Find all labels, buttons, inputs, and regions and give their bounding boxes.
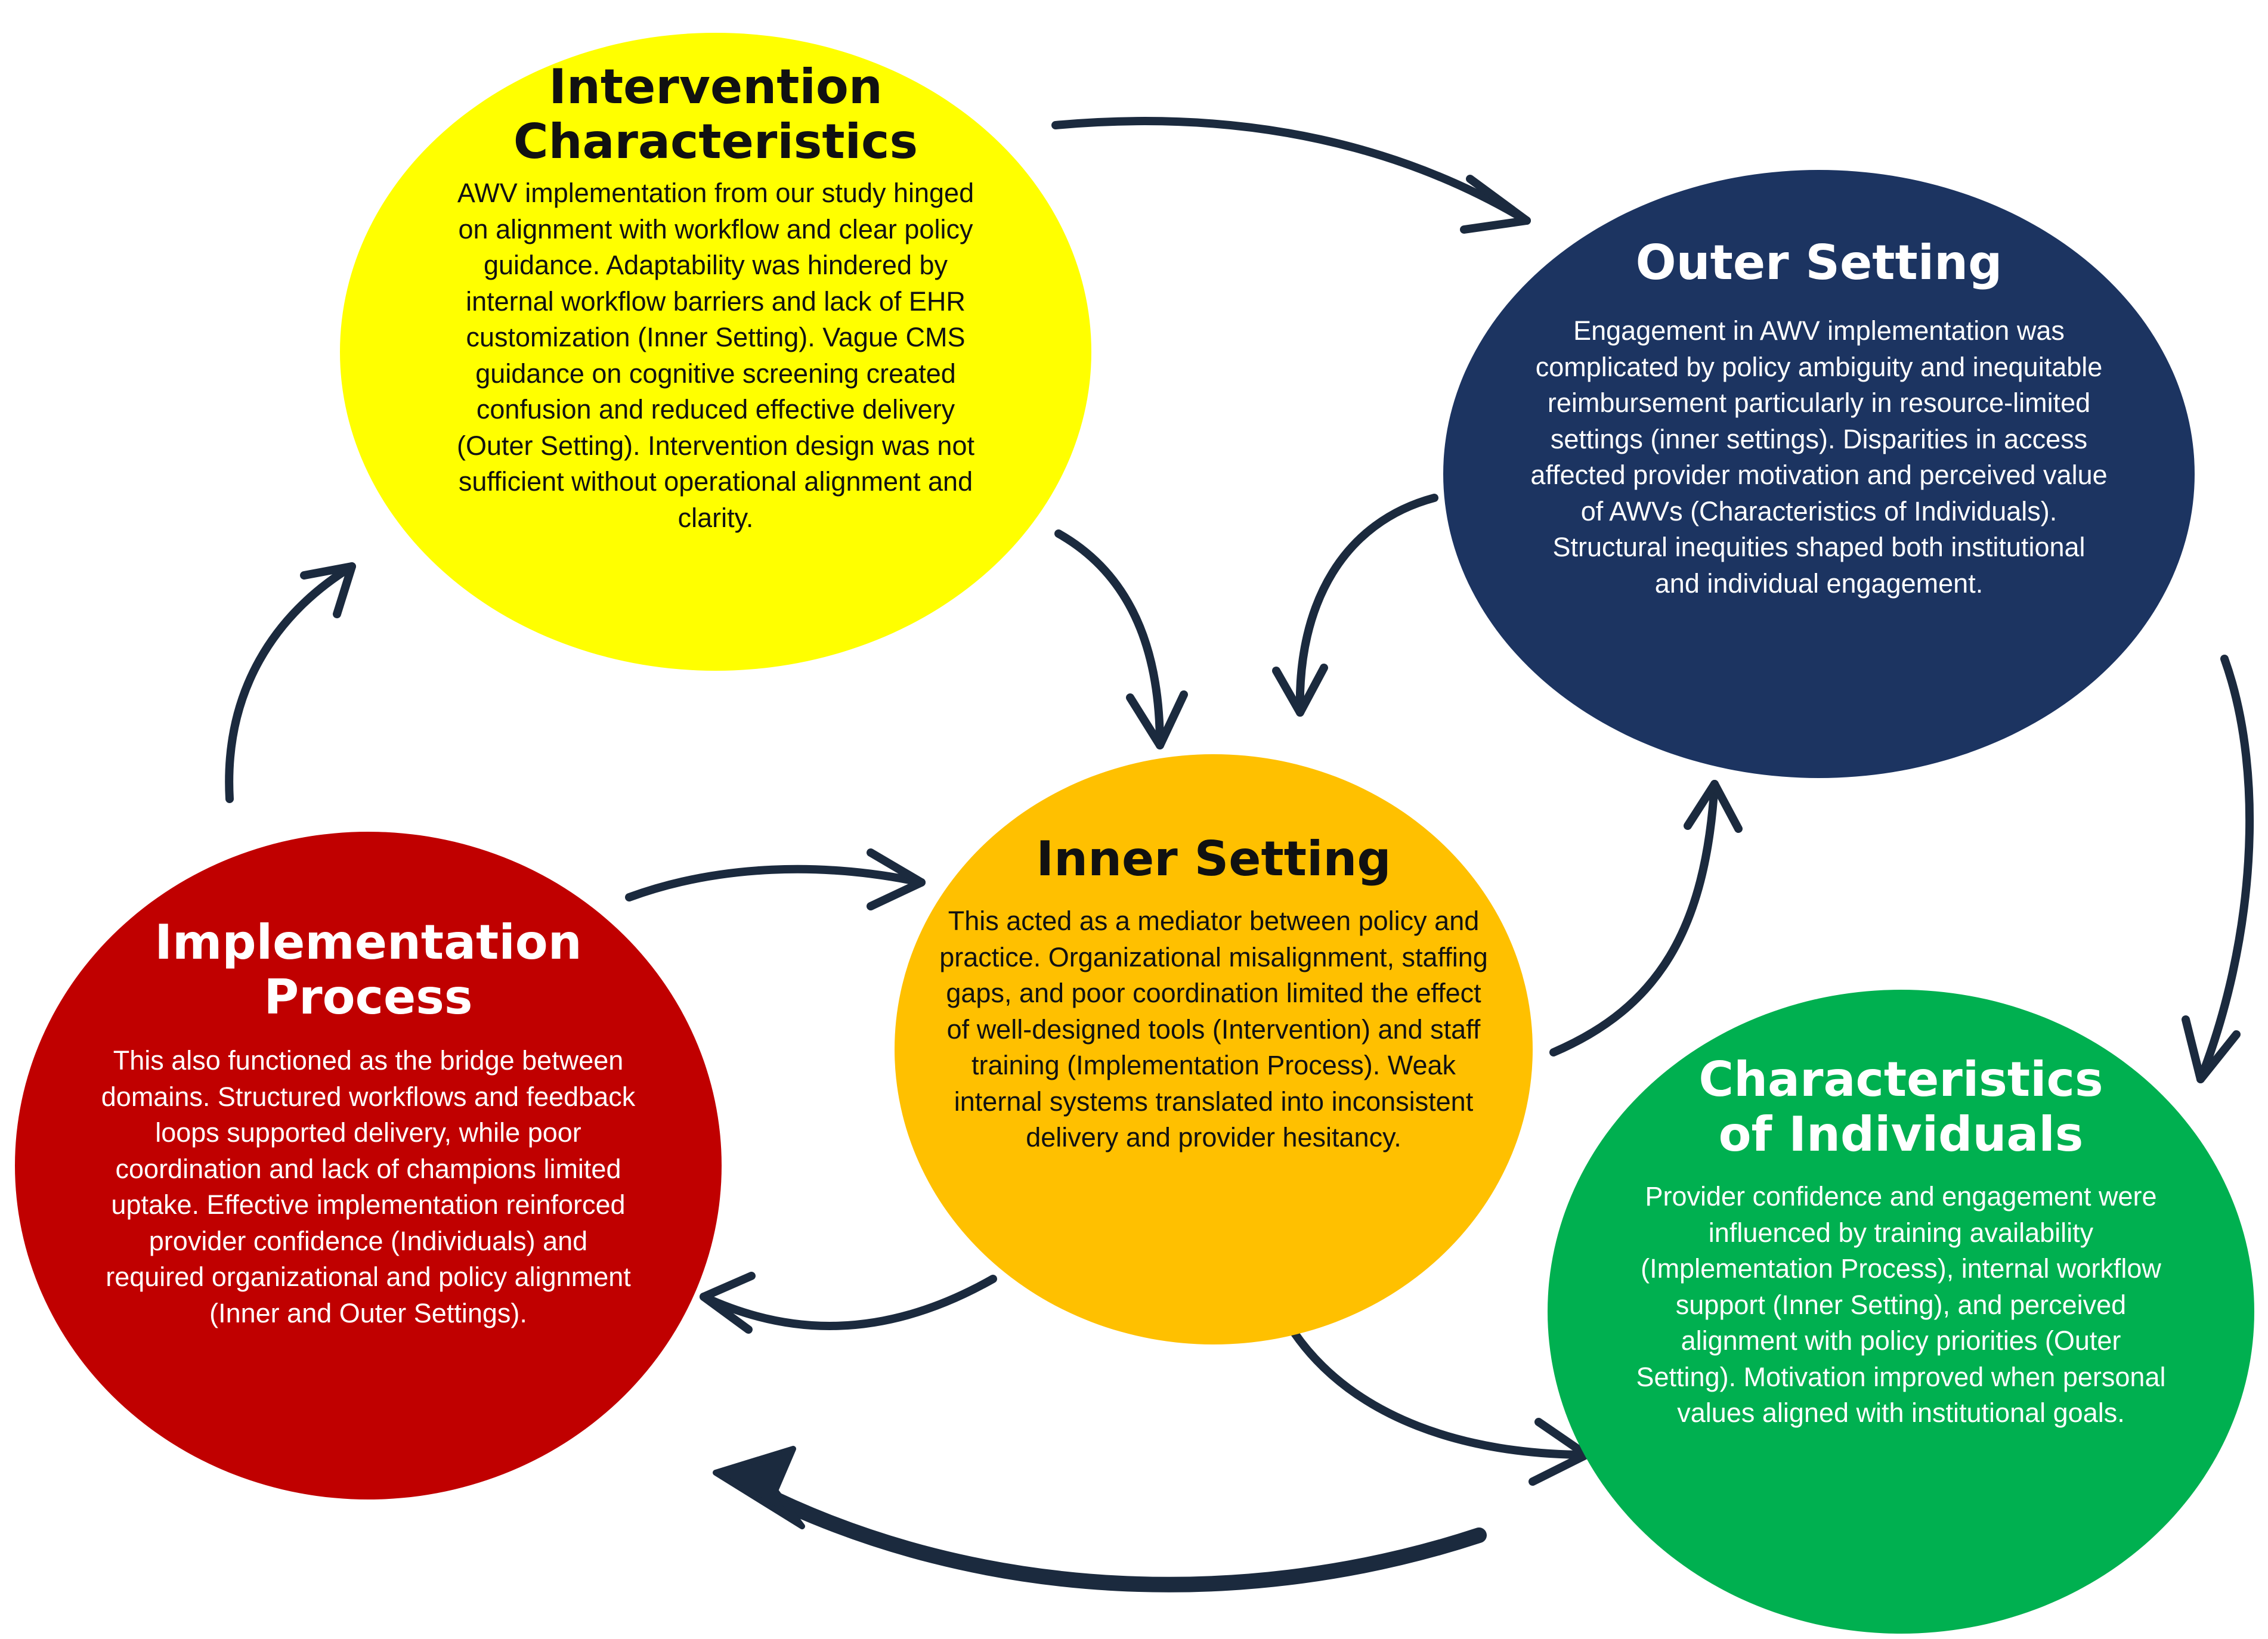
inner-setting-title: Inner Setting [936,832,1491,887]
outer-setting-body: Engagement in AWV implementation was com… [1530,315,2108,599]
inner-setting-content: Inner Setting This acted as a mediator b… [936,832,1491,1156]
characteristics-of-individuals-body: Provider confidence and engagement were … [1636,1181,2166,1428]
title-line: Process [264,969,473,1025]
outer-setting-title: Outer Setting [1527,236,2111,290]
intervention-characteristics-body: AWV implementation from our study hinged… [457,178,974,533]
arrow-outer-to-individuals [2182,655,2254,1083]
intervention-characteristics-title: Intervention Characteristics [450,60,981,169]
arrow-inner-to-outer [1549,780,1743,1056]
implementation-process-circle: Implementation Process This also functio… [15,832,722,1499]
characteristics-of-individuals-title: Characteristics of Individuals [1628,1052,2174,1162]
title-line: Intervention [549,59,883,114]
intervention-characteristics-circle: Intervention Characteristics AWV impleme… [340,33,1091,671]
arrow-intervention-to-outer [1051,117,1531,234]
title-line: Characteristics [513,114,918,169]
implementation-process-title: Implementation Process [98,915,638,1025]
title-line: Outer Setting [1635,235,2003,290]
intervention-characteristics-content: Intervention Characteristics AWV impleme… [450,60,981,536]
outer-setting-circle: Outer Setting Engagement in AWV implemen… [1443,170,2195,778]
implementation-process-content: Implementation Process This also functio… [98,915,638,1331]
arrow-individuals-to-impl [713,1446,1487,1592]
arrow-impl-to-intervention [225,562,356,803]
title-line: Implementation [154,915,582,970]
outer-setting-content: Outer Setting Engagement in AWV implemen… [1527,236,2111,602]
arrow-impl-to-inner [625,848,926,910]
title-line: Characteristics [1698,1052,2103,1107]
title-line: Inner Setting [1036,831,1391,887]
arrow-inner-to-impl [700,1272,997,1334]
inner-setting-body: This acted as a mediator between policy … [939,906,1488,1152]
arrow-inner-to-individuals [1290,1328,1591,1486]
characteristics-of-individuals-content: Characteristics of Individuals Provider … [1628,1052,2174,1432]
arrow-intervention-to-inner [1054,529,1188,749]
characteristics-of-individuals-circle: Characteristics of Individuals Provider … [1548,990,2254,1634]
inner-setting-circle: Inner Setting This acted as a mediator b… [895,754,1533,1344]
title-line: of Individuals [1718,1107,2084,1162]
arrow-outer-to-inner [1272,494,1438,717]
implementation-process-body: This also functioned as the bridge betwe… [101,1045,636,1328]
